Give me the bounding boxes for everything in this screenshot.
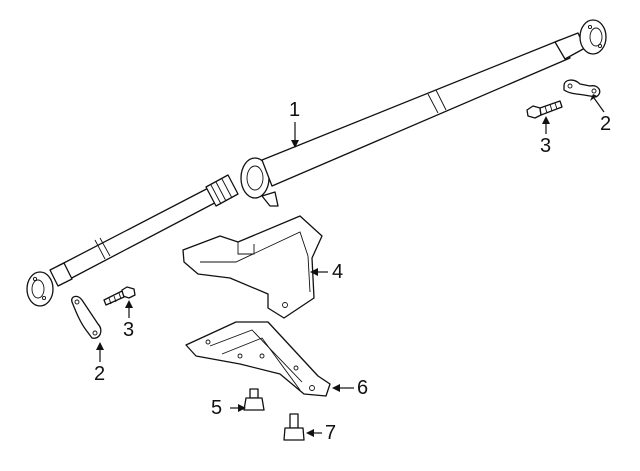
center-bearing-mount [261, 191, 279, 207]
front-flange [26, 271, 54, 307]
callout-2-rear: 2 [600, 113, 612, 135]
leaders [96, 94, 605, 437]
rear-flange [579, 19, 607, 55]
bolt-front [103, 286, 136, 306]
callout-6: 6 [357, 377, 369, 399]
callout-5: 5 [211, 397, 223, 419]
bolt-rear [526, 100, 563, 119]
callout-3-rear: 3 [540, 135, 552, 157]
callout-1: 1 [289, 99, 301, 121]
callout-3-front: 3 [123, 319, 135, 341]
callout-7: 7 [325, 422, 337, 444]
nut [243, 388, 265, 411]
drive-shaft [26, 19, 607, 307]
retainer-plate-rear [563, 79, 601, 98]
retainer-plate-front [71, 295, 102, 339]
bolt-bracket [283, 413, 305, 441]
heat-shield [182, 215, 323, 319]
callout-2-front: 2 [94, 363, 106, 385]
support-bracket [185, 321, 331, 397]
callout-4: 4 [332, 261, 344, 283]
